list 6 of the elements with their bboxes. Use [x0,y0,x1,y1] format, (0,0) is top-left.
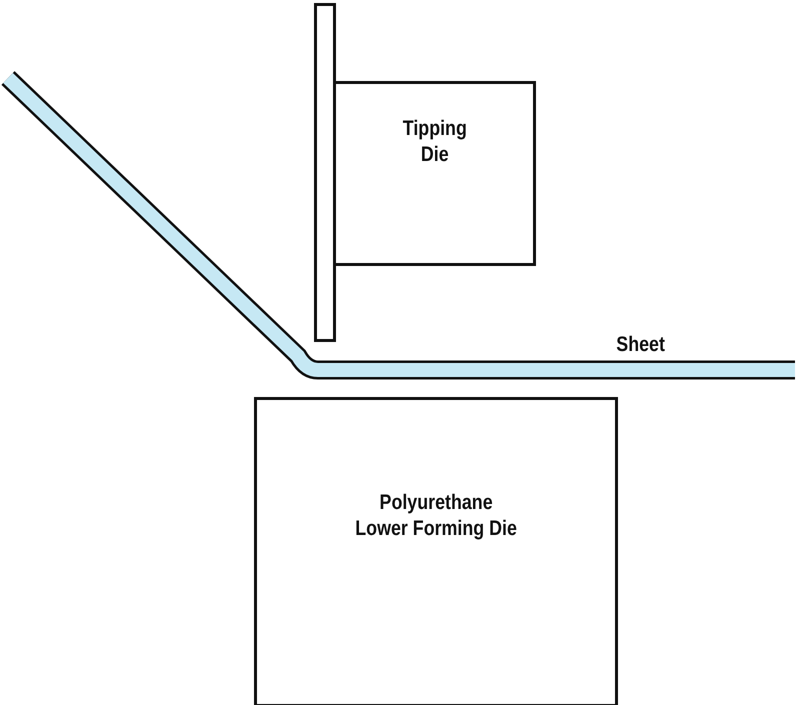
tipping-die-box [333,81,536,266]
lower-forming-die-box [254,397,618,705]
die-label: Tipping Die [401,116,468,168]
die-backing-plate [314,3,336,342]
part-label: Sheet [616,333,665,357]
die-label: Polyurethane Lower Forming Die [354,490,518,542]
